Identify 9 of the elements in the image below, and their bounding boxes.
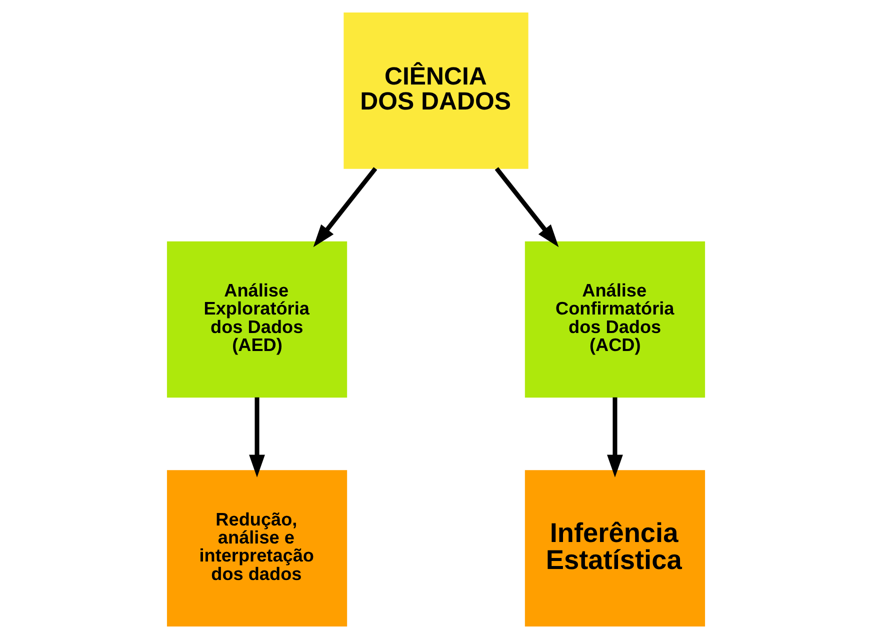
node-box: Análise Confirmatória dos Dados (ACD) [524, 241, 706, 398]
arrow [494, 167, 559, 248]
arrow [249, 397, 265, 478]
arrow [607, 397, 623, 478]
node-box: Análise Exploratória dos Dados (AED) [166, 241, 348, 398]
node-box: CIÊNCIA DOS DADOS [344, 12, 528, 169]
arrow [313, 167, 378, 248]
node-box: Redução, análise e interpretação dos dados [166, 470, 348, 626]
node-box: Inferência Estatística [524, 470, 706, 626]
